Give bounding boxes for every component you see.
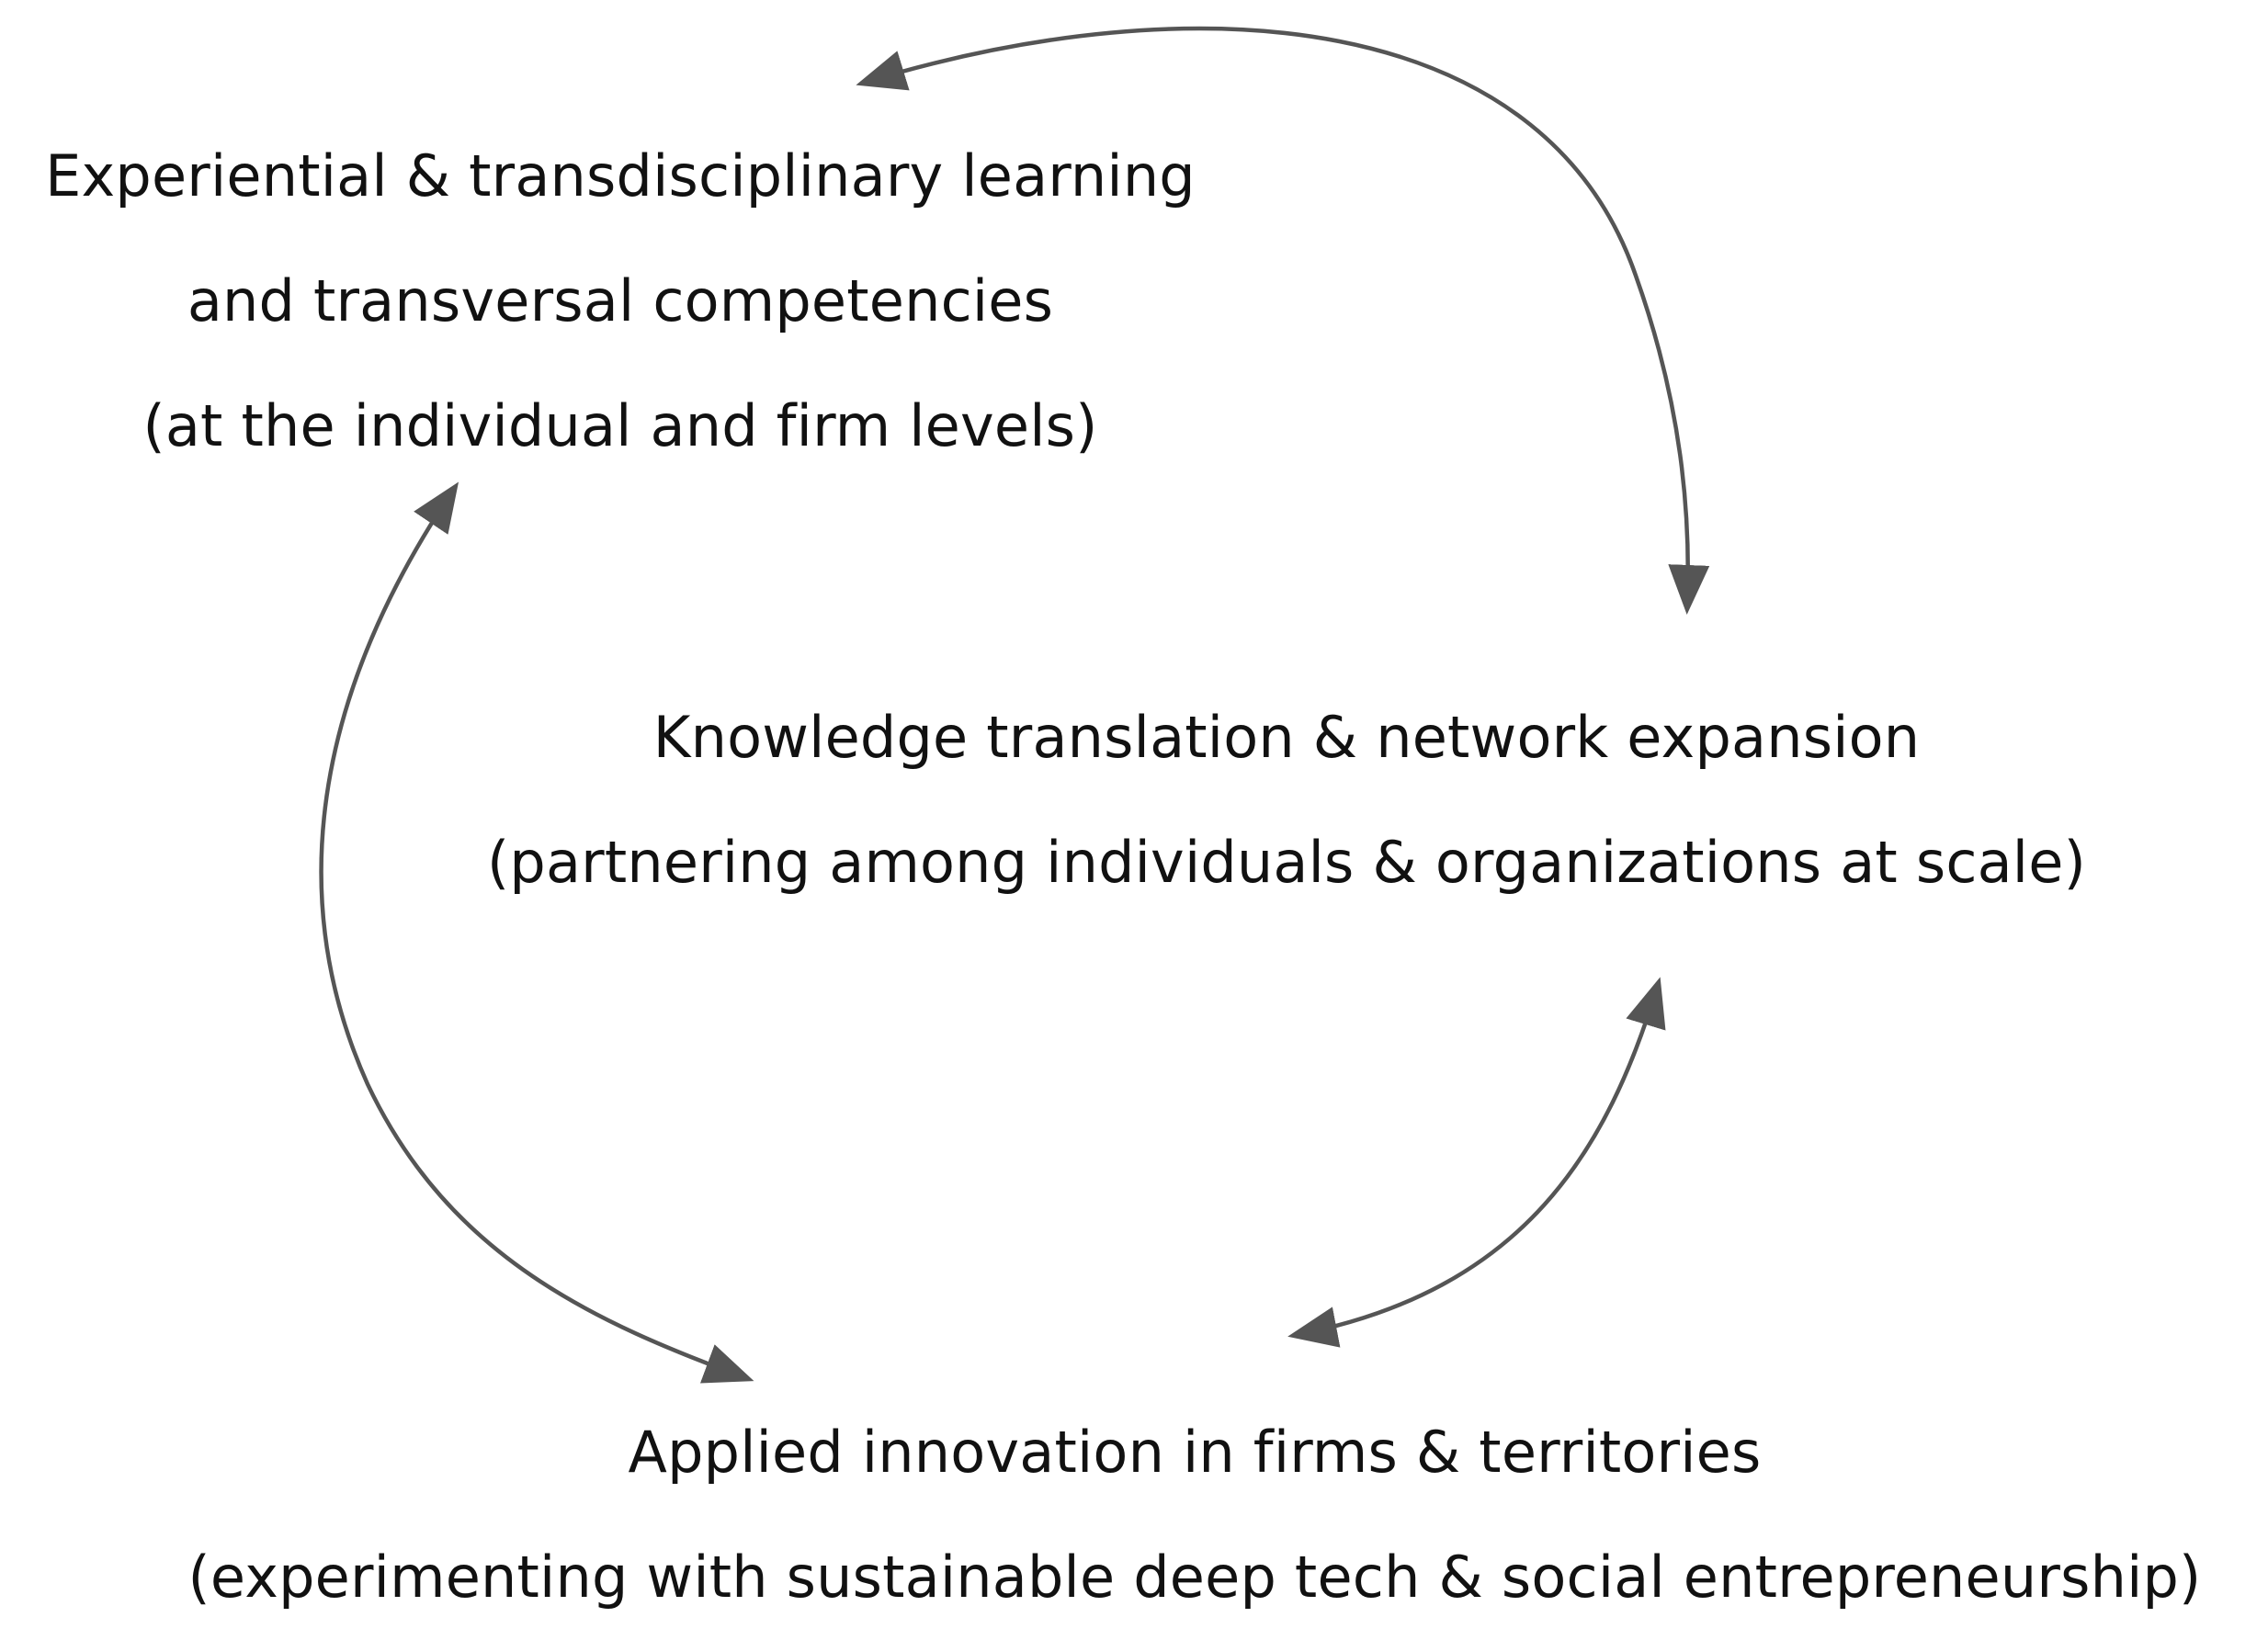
arrow-learning-innovation [319,481,754,1384]
node-innovation: Applied innovation in firms & territorie… [129,1390,2261,1640]
node-knowledge-title: Knowledge translation & network expansio… [652,704,1921,771]
node-knowledge-scope: (partnering among individuals & organiza… [487,829,2086,896]
node-innovation-title: Applied innovation in firms & territorie… [628,1419,1762,1486]
node-learning-subtitle: and transversal competencies [187,267,1054,334]
arrow-learning-knowledge [856,26,1710,615]
node-learning-scope: (at the individual and firm levels) [142,392,1098,459]
node-innovation-scope: (experimenting with sustainable deep tec… [187,1544,2202,1611]
node-knowledge: Knowledge translation & network expansio… [423,675,2150,925]
arrow-knowledge-innovation [1287,977,1666,1348]
node-learning-title: Experiential & transdisciplinary learnin… [45,142,1196,209]
node-learning: Experiential & transdisciplinary learnin… [9,114,1231,489]
